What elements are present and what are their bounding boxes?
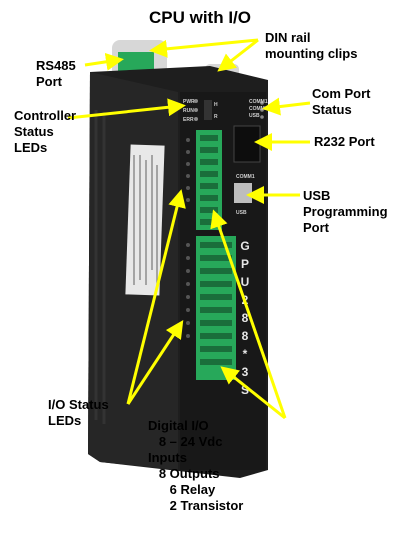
mode-switch	[204, 100, 212, 120]
svg-text:PWR: PWR	[183, 99, 195, 105]
svg-text:USB: USB	[236, 210, 247, 216]
callout-io-status-leds: I/O Status LEDs	[48, 397, 109, 428]
callout-rs485-port: RS485 Port	[36, 58, 76, 89]
svg-text:*: *	[243, 347, 248, 361]
callout-usb-programming-port: USB Programming Port	[303, 188, 388, 235]
io-led-column	[186, 138, 190, 338]
callout-controller-status-leds: Controller Status LEDs	[14, 108, 77, 155]
svg-text:P: P	[241, 257, 249, 271]
side-label-sticker	[125, 144, 165, 296]
callout-digital-io: Digital I/O 8 – 24 Vdc Inputs 8 Outputs …	[148, 418, 244, 513]
upper-terminal-block	[196, 130, 222, 230]
svg-text:COMM1: COMM1	[249, 99, 268, 105]
svg-text:G: G	[240, 239, 249, 253]
callout-din-rail-clips: DIN rail mounting clips	[265, 30, 358, 61]
r232-port	[233, 125, 261, 163]
svg-text:8: 8	[242, 311, 249, 325]
controller-status-leds	[194, 99, 198, 121]
svg-text:3: 3	[242, 365, 249, 379]
callout-arrows	[67, 38, 311, 420]
svg-text:S: S	[241, 383, 249, 397]
svg-text:8: 8	[242, 329, 249, 343]
model-label-vertical: G P U 2 8 8 * 3 S	[240, 239, 249, 397]
usb-port	[234, 183, 252, 203]
vent-ribs	[94, 110, 106, 424]
rs485-connector	[118, 52, 154, 72]
callout-r232-port: R232 Port	[314, 134, 375, 149]
svg-text:R: R	[214, 114, 218, 120]
diagram-title: CPU with I/O	[149, 8, 251, 27]
svg-text:H: H	[214, 102, 218, 108]
svg-text:COMM2: COMM2	[249, 106, 268, 112]
svg-text:COMM1: COMM1	[236, 174, 255, 180]
device-small-labels: PWR RUN ERR H R COMM1 COMM2 USB COMM1 US…	[183, 99, 268, 216]
callout-com-port-status: Com Port Status	[312, 86, 371, 117]
svg-text:USB: USB	[249, 113, 260, 119]
svg-text:U: U	[241, 275, 250, 289]
svg-text:ERR: ERR	[183, 117, 194, 123]
svg-text:RUN: RUN	[183, 108, 194, 114]
